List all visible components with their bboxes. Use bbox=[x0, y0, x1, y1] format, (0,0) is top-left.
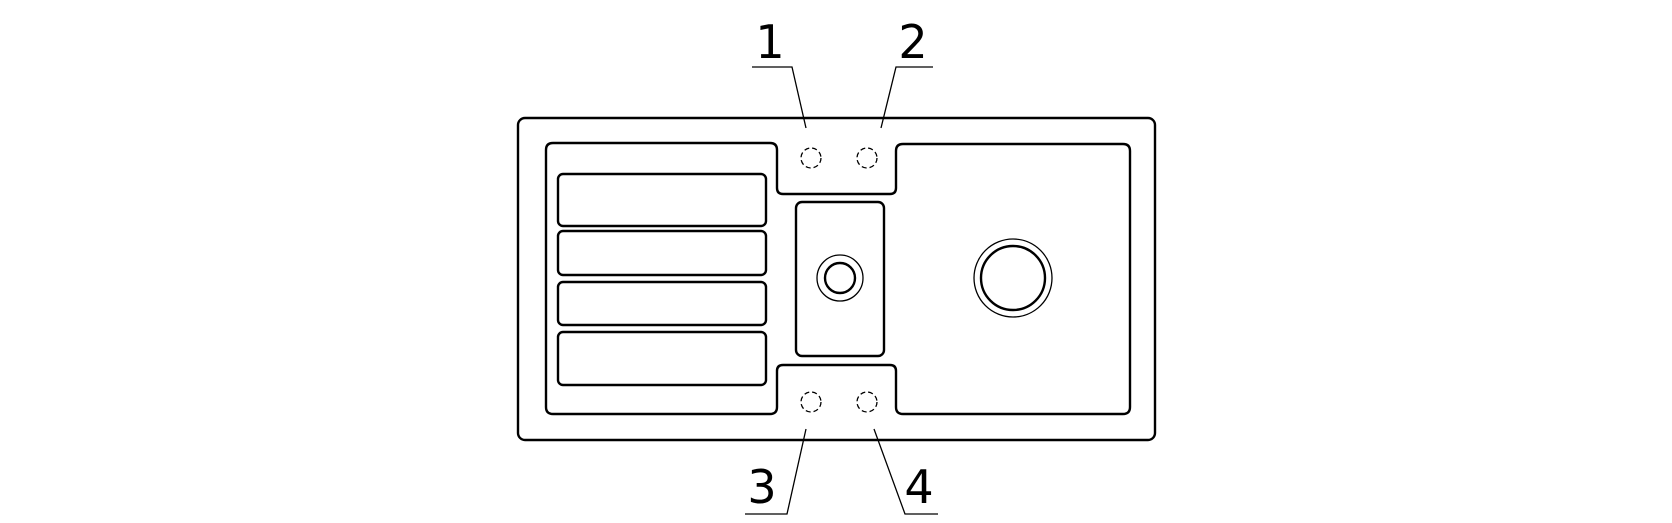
main-bowl-drain-inner bbox=[979, 244, 1047, 312]
leader-line-2 bbox=[880, 66, 933, 129]
callout-number-4: 4 bbox=[904, 460, 933, 514]
callout-number-3: 3 bbox=[747, 460, 776, 514]
tap-hole-4 bbox=[856, 391, 878, 413]
drainer-groove-1 bbox=[556, 172, 768, 228]
sink-outer-outline bbox=[516, 116, 1157, 442]
drainer-groove-2 bbox=[556, 229, 768, 277]
callout-number-2: 2 bbox=[898, 15, 927, 69]
small-bowl-drain-inner bbox=[823, 261, 857, 295]
leader-line-1 bbox=[752, 66, 807, 129]
leader-line-3 bbox=[745, 428, 807, 515]
main-bowl-drain-outer bbox=[973, 238, 1053, 318]
small-bowl-drain-outer bbox=[816, 254, 864, 302]
drainer-groove-3 bbox=[556, 280, 768, 327]
callout-number-1: 1 bbox=[755, 15, 784, 69]
leader-line-4 bbox=[873, 428, 938, 515]
tap-hole-3 bbox=[800, 391, 822, 413]
tap-hole-2 bbox=[856, 147, 878, 169]
sink-inner-contour bbox=[544, 141, 1132, 416]
tap-hole-1 bbox=[800, 147, 822, 169]
small-bowl bbox=[794, 200, 886, 358]
drainer-groove-4 bbox=[556, 330, 768, 387]
